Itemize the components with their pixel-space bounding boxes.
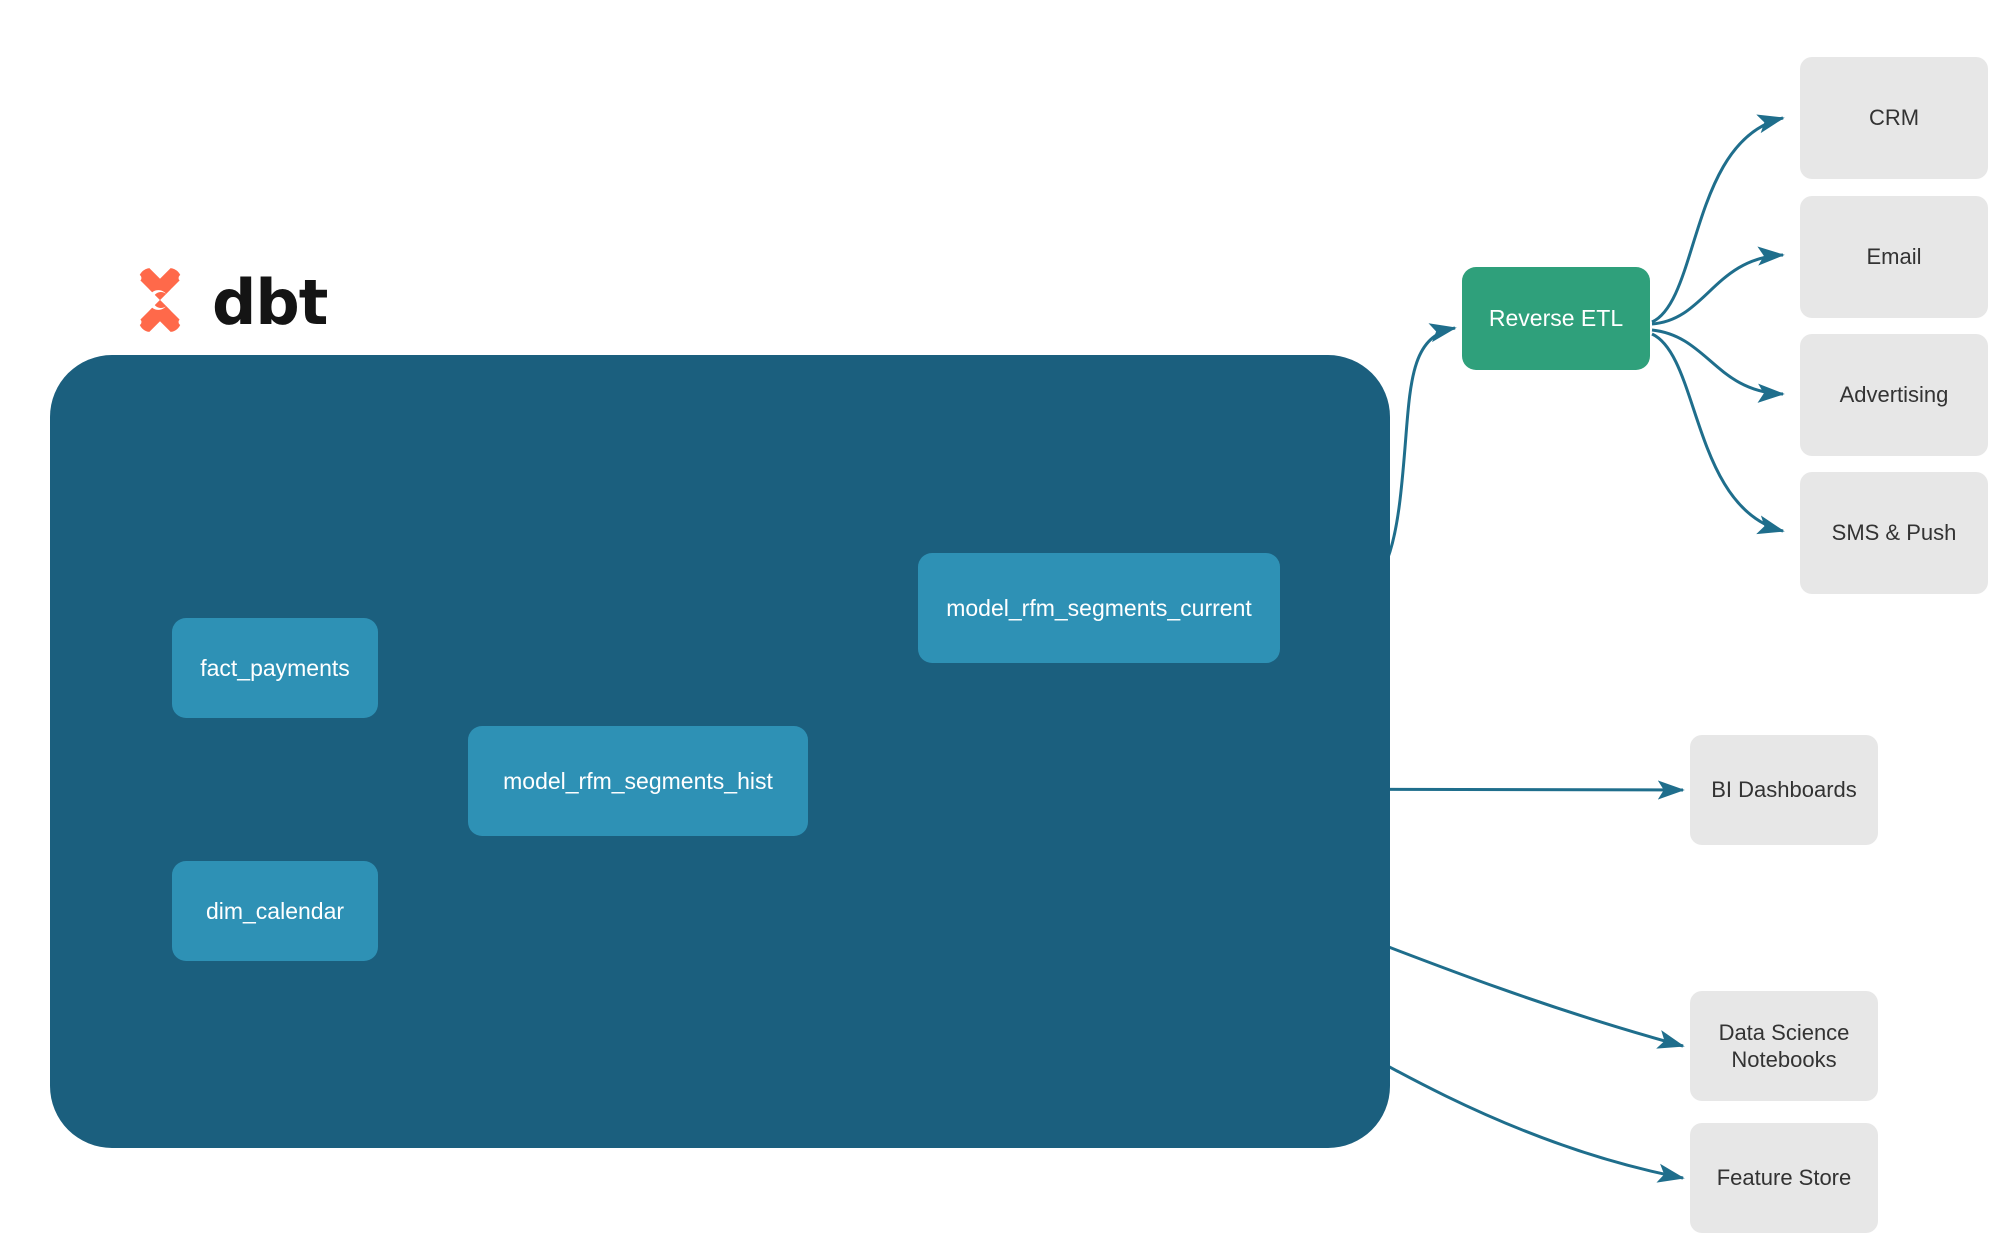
consumer-node-label: Feature Store [1716, 1165, 1852, 1191]
dbt-wordmark: dbt [212, 265, 328, 339]
destination-node-label: Email [1866, 244, 1922, 270]
consumer-node-label-line2: Notebooks [1731, 1047, 1837, 1072]
edge-reverse-etl-to-email [1651, 246, 1785, 326]
model-node-label: model_rfm_segments_hist [503, 767, 773, 794]
model-node-model-rfm-segments-hist[interactable]: model_rfm_segments_hist [468, 726, 808, 836]
model-node-label: dim_calendar [205, 897, 345, 924]
consumer-node-data-science-notebooks[interactable]: Data Science Notebooks [1690, 991, 1878, 1101]
destination-node-email[interactable]: Email [1800, 196, 1988, 318]
model-node-fact-payments[interactable]: fact_payments [172, 618, 378, 718]
model-node-dim-calendar[interactable]: dim_calendar [172, 861, 378, 961]
destination-node-advertising[interactable]: Advertising [1800, 334, 1988, 456]
edge-reverse-etl-to-advertising [1651, 328, 1785, 403]
edge-reverse-etl-to-sms-push [1651, 332, 1785, 535]
reverse-etl-node[interactable]: Reverse ETL [1462, 267, 1650, 370]
consumer-node-label-line1: Data Science [1718, 1019, 1850, 1045]
dbt-logo: dbt [122, 262, 328, 343]
model-node-model-rfm-segments-current[interactable]: model_rfm_segments_current [918, 553, 1280, 663]
edge-reverse-etl-to-crm [1651, 114, 1785, 324]
destination-node-crm[interactable]: CRM [1800, 57, 1988, 179]
model-node-label: model_rfm_segments_current [946, 594, 1252, 621]
reverse-etl-label: Reverse ETL [1488, 305, 1624, 331]
destination-node-label: CRM [1868, 105, 1920, 131]
model-node-label: fact_payments [200, 654, 350, 681]
consumer-node-label: BI Dashboards [1711, 777, 1857, 803]
consumer-node-feature-store[interactable]: Feature Store [1690, 1123, 1878, 1233]
dbt-logo-icon [122, 262, 198, 343]
destination-node-sms-push[interactable]: SMS & Push [1800, 472, 1988, 594]
destination-node-label: SMS & Push [1831, 520, 1957, 546]
consumer-node-bi-dashboards[interactable]: BI Dashboards [1690, 735, 1878, 845]
destination-node-label: Advertising [1839, 382, 1949, 408]
